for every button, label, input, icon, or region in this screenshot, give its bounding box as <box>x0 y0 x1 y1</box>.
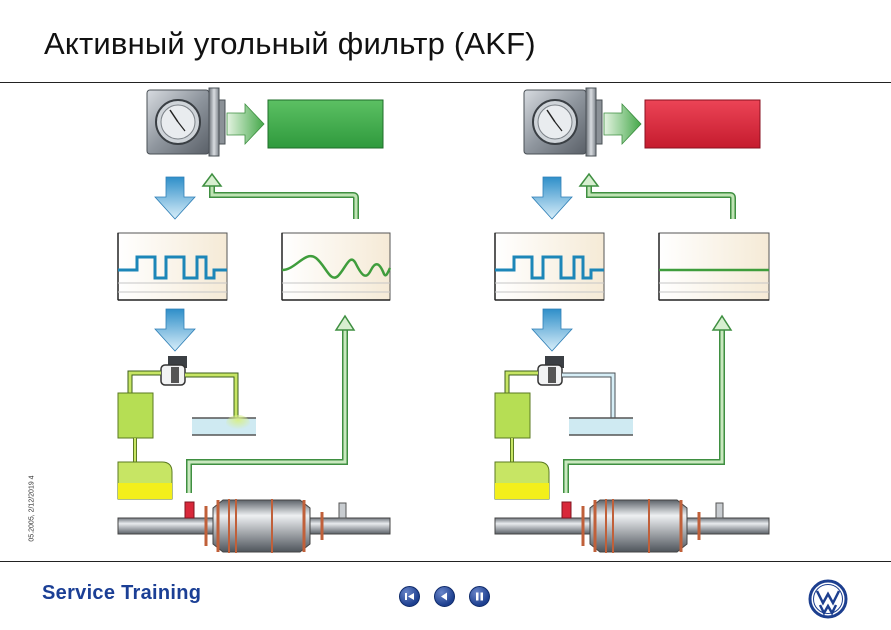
intake-manifold <box>192 415 256 436</box>
fuel-tank <box>117 461 173 500</box>
footer-divider <box>0 561 891 562</box>
panel-left <box>117 87 392 553</box>
lambda-feedback-arrow-icon <box>563 314 733 493</box>
sensor-signal-graph <box>281 232 392 301</box>
feedback-up-arrow-icon <box>201 172 359 219</box>
purge-valve-icon <box>537 356 564 386</box>
exhaust-system <box>117 499 391 553</box>
pwm-signal-graph <box>494 232 605 301</box>
carbon-canister <box>117 392 154 439</box>
fuel-tank <box>494 461 550 500</box>
signal-down-arrow-icon <box>154 176 196 220</box>
header-divider <box>0 82 891 83</box>
output-arrow-icon <box>603 102 642 146</box>
ecu-icon <box>146 87 226 157</box>
footer-brand: Service Training <box>42 582 202 604</box>
status-box-ok <box>267 99 384 149</box>
signal-down-arrow-icon <box>154 308 196 352</box>
previous-icon <box>441 592 447 601</box>
signal-down-arrow-icon <box>531 308 573 352</box>
previous-slide-button[interactable] <box>434 586 455 607</box>
lambda-feedback-arrow-icon <box>186 314 356 493</box>
pause-button[interactable] <box>469 586 490 607</box>
status-box-fault <box>644 99 761 149</box>
sensor-signal-graph <box>658 232 770 301</box>
intake-manifold <box>569 417 633 436</box>
ecu-icon <box>523 87 603 157</box>
carbon-canister <box>494 392 531 439</box>
feedback-up-arrow-icon <box>578 172 736 219</box>
first-slide-button[interactable] <box>399 586 420 607</box>
vw-logo-icon <box>808 579 848 619</box>
pause-icon <box>476 592 483 601</box>
output-arrow-icon <box>226 102 265 146</box>
purge-valve-icon <box>160 356 187 386</box>
first-slide-icon <box>405 593 414 600</box>
panel-right <box>494 87 770 553</box>
page-title: Активный угольный фильтр (AKF) <box>44 26 536 61</box>
exhaust-system <box>494 499 770 553</box>
signal-down-arrow-icon <box>531 176 573 220</box>
pwm-signal-graph <box>117 232 228 301</box>
